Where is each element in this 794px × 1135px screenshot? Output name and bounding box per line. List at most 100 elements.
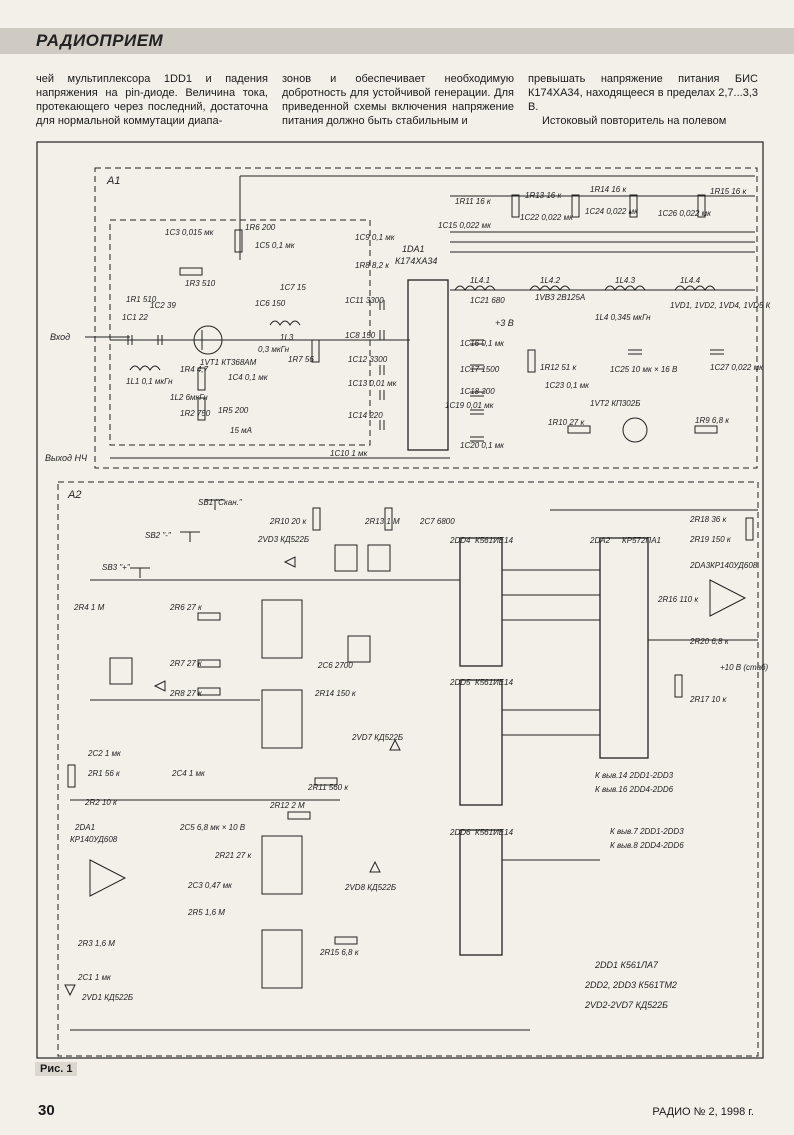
component-label: 2R17 10 к (689, 695, 727, 704)
component-label: 1R7 56 (288, 355, 314, 364)
component-label: 2R11 560 к (307, 783, 349, 792)
inductor-1l4-3 (604, 285, 646, 291)
transistor-1vt2-symbol (622, 417, 648, 443)
circuit-schematic: A1 1DA1 К174ХА34 Вход (36, 141, 770, 1059)
component-label: 1C19 0,01 мк (445, 401, 495, 410)
opamp-2da1 (89, 859, 127, 897)
component-label: 2R18 36 к (689, 515, 727, 524)
component-label: 2C6 2700 (317, 661, 353, 670)
transistor-1vt1-symbol (193, 325, 223, 355)
inductor-1l4-4 (674, 285, 716, 291)
inductor-1l4-1 (454, 285, 496, 291)
component-label: 1C26 0,022 мк (658, 209, 712, 218)
output-label: Выход НЧ (45, 453, 88, 463)
component-label: 1R11 16 к (455, 197, 492, 206)
diode-2vd8 (369, 860, 381, 873)
section-title: РАДИОПРИЕМ (36, 31, 164, 50)
component-label: 2DA2 (589, 536, 611, 545)
component-label: 2R6 27 к (169, 603, 203, 612)
block-a1-border (94, 167, 758, 469)
legend-line: 2DD2, 2DD3 К561ТМ2 (584, 980, 677, 990)
component-label: 2VD3 КД522Б (257, 535, 309, 544)
diode-2vd1 (64, 984, 76, 997)
component-label: 1C20 0,1 мк (460, 441, 505, 450)
switch-label: SB2 "-" (145, 531, 172, 540)
inductor-1l1 (129, 365, 161, 371)
component-label: 1C2 39 (150, 301, 176, 310)
component-label: 1R15 16 к (710, 187, 747, 196)
component-label: 1R2 750 (180, 409, 211, 418)
component-label: 1C12 3300 (348, 355, 388, 364)
component-label: 2R7 27 к (169, 659, 203, 668)
component-label: 1C11 3300 (345, 296, 384, 305)
component-label: 2C4 1 мк (171, 769, 206, 778)
component-label: 1R5 200 (218, 406, 249, 415)
component-label: 2R13 1 М (364, 517, 400, 526)
component-label: 1VT1 КТ368АМ (200, 358, 257, 367)
note: К выв.14 2DD1-2DD3 (595, 771, 674, 780)
component-label: 1VT2 КП302Б (590, 399, 640, 408)
component-label: 2R4 1 М (73, 603, 105, 612)
note: К выв.8 2DD4-2DD6 (610, 841, 684, 850)
opamp-2da3 (709, 579, 747, 617)
input-label: Вход (50, 332, 70, 342)
component-label: 1R3 510 (185, 279, 216, 288)
component-label: 1L4.4 (680, 276, 701, 285)
component-label: 1R8 8,2 к (355, 261, 390, 270)
component-label: 1C24 0,022 мк (585, 207, 639, 216)
component-label: 2C7 6800 (419, 517, 455, 526)
component-label: 1C27 0,022 мк (710, 363, 764, 372)
text-column-2: зонов и обеспечивает необходимую добротн… (282, 72, 514, 128)
paragraph: чей мультиплексора 1DD1 и падения напряж… (36, 73, 268, 127)
chip-2da2 (599, 537, 649, 759)
component-label: 1C22 0,022 мк (520, 213, 574, 222)
switch-label: SB1 "Скан." (198, 498, 243, 507)
component-label: 2DD5 (449, 678, 471, 687)
component-label: КР572ПА1 (622, 536, 661, 545)
component-label: 1C16 0,1 мк (460, 339, 505, 348)
switch-sb3 (130, 567, 150, 578)
component-label: К561ИЕ14 (475, 536, 514, 545)
gate-2dd1-3 (367, 544, 391, 572)
component-label: 1C21 680 (470, 296, 505, 305)
component-label: 1C7 15 (280, 283, 306, 292)
component-label: 2R15 6,8 к (319, 948, 360, 957)
component-label: 1C9 0,1 мк (355, 233, 396, 242)
component-label: 2VD8 КД522Б (344, 883, 396, 892)
component-label: 1C23 0,1 мк (545, 381, 590, 390)
paragraph: зонов и обеспечивает необходимую добротн… (282, 73, 514, 127)
component-label: 1L3 (280, 333, 294, 342)
header-band (0, 28, 794, 54)
chip-2dd5 (459, 679, 503, 806)
component-label: 1R9 6,8 к (695, 416, 730, 425)
component-label: 2R3 1,6 М (77, 939, 115, 948)
component-label: 1C4 0,1 мк (228, 373, 269, 382)
text-column-1: чей мультиплексора 1DD1 и падения напряж… (36, 72, 268, 128)
component-label: 1VB3 2В125А (535, 293, 585, 302)
switch-sb1 (205, 499, 225, 510)
supply-label: +10 В (стаб) (720, 663, 769, 672)
plus3-label: +3 В (495, 318, 514, 328)
component-label: 2R19 150 к (689, 535, 732, 544)
component-label: 1R12 51 к (540, 363, 577, 372)
chip-2dd6 (459, 829, 503, 956)
chip-part: К174ХА34 (395, 256, 437, 266)
component-label: 1C1 22 (122, 313, 148, 322)
component-label: КР140УД608 (70, 835, 118, 844)
component-label: 1R6 200 (245, 223, 276, 232)
component-label: 15 мА (230, 426, 252, 435)
component-label: 1C3 0,015 мк (165, 228, 215, 237)
chip-1da1 (407, 279, 449, 451)
gate-2dd1-4 (347, 635, 371, 663)
component-label: 1C10 1 мк (330, 449, 369, 458)
component-label: 1C5 0,1 мк (255, 241, 296, 250)
component-label: 1C14 220 (348, 411, 383, 420)
gate-2dd1-1 (109, 657, 133, 685)
component-label: 1R10 27 к (548, 418, 585, 427)
diode-2vd3 (283, 556, 296, 568)
component-label: 1L4.1 (470, 276, 490, 285)
component-label: 2DD6 (449, 828, 471, 837)
component-label: 1C17 1500 (460, 365, 500, 374)
block-label-a2: A2 (67, 489, 81, 501)
component-label: 2DA3 (689, 561, 711, 570)
